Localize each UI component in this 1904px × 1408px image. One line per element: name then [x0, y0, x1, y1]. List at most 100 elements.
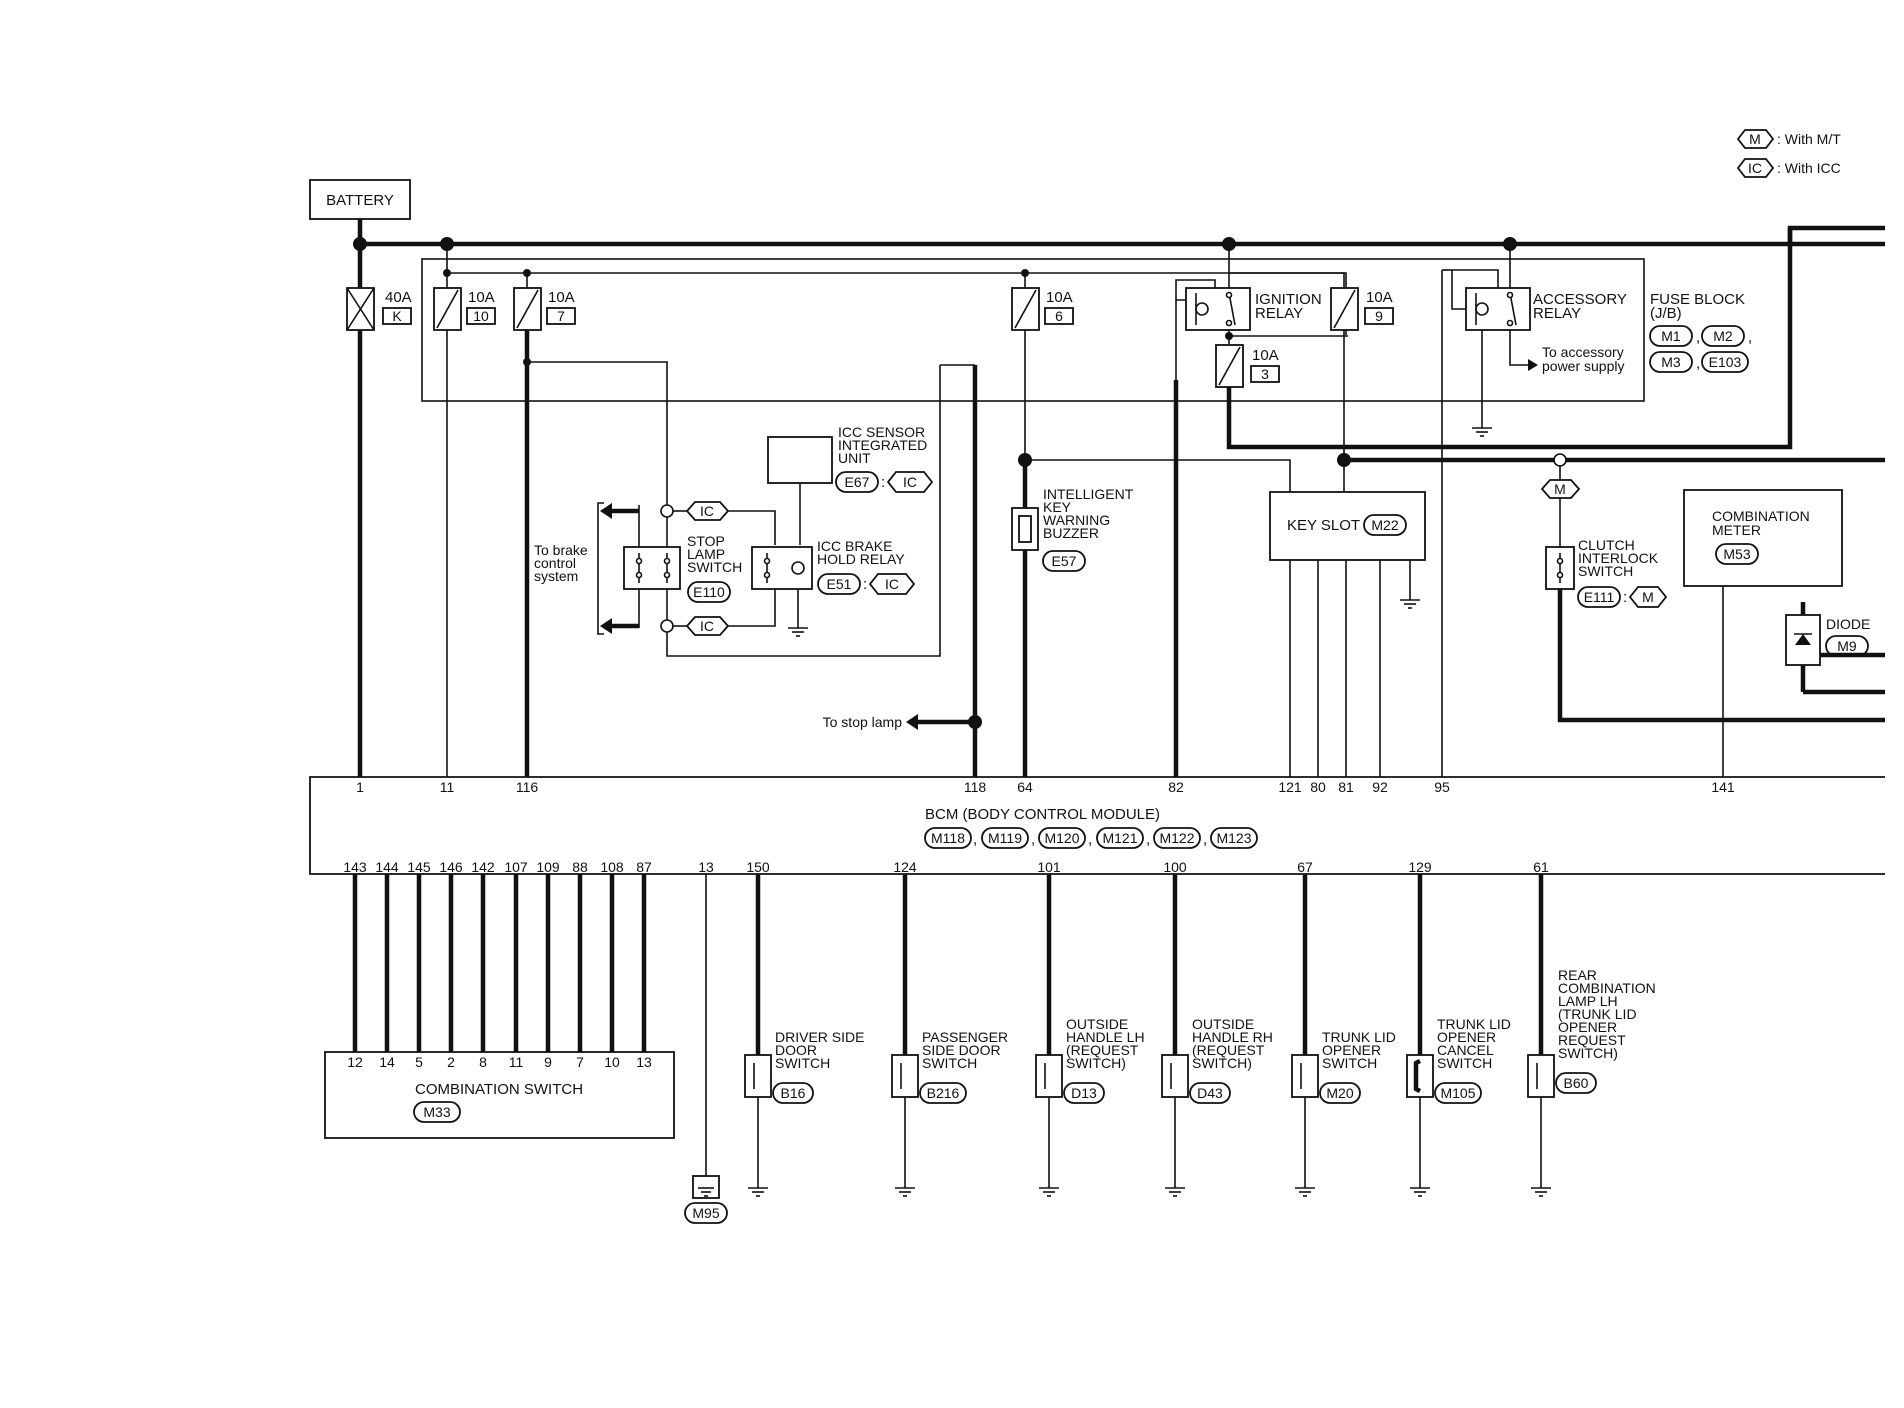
svg-text:M53: M53	[1723, 546, 1750, 562]
bcm-pin-label: 101	[1037, 859, 1061, 875]
bcm-pin-label: 107	[504, 859, 528, 875]
connector-label: B16	[781, 1085, 806, 1101]
switch-label-line: (REQUEST	[1066, 1042, 1139, 1058]
svg-text:M: M	[1642, 589, 1654, 605]
svg-text:M123: M123	[1216, 830, 1251, 846]
bcm-pin-label: 108	[600, 859, 624, 875]
switch-label-line: SWITCH)	[1192, 1055, 1252, 1071]
svg-text:KEY: KEY	[1043, 499, 1072, 515]
switch-label-line: (TRUNK LID	[1558, 1006, 1637, 1022]
svg-text:K: K	[392, 308, 402, 324]
svg-text:LAMP: LAMP	[687, 546, 725, 562]
svg-text:M3: M3	[1661, 354, 1681, 370]
bcm-pin-label: 81	[1338, 779, 1354, 795]
svg-text:STOP: STOP	[687, 533, 725, 549]
switch-label-line: SWITCH)	[1558, 1045, 1618, 1061]
svg-text:M2: M2	[1713, 328, 1733, 344]
bcm-connectors: M118 , M119 , M120 , M121 , M122 , M123	[924, 827, 1258, 849]
svg-text:IC: IC	[700, 503, 714, 519]
switch-body	[744, 1054, 772, 1098]
svg-text:IC: IC	[903, 474, 917, 490]
svg-text:M9: M9	[1837, 638, 1857, 654]
clutch-interlock-switch: CLUTCH INTERLOCK SWITCH E111 : M	[1545, 537, 1668, 608]
svg-text:M1: M1	[1661, 328, 1681, 344]
connector-badge	[1063, 1082, 1105, 1104]
svg-text:E110: E110	[693, 584, 725, 600]
connector-badge	[1319, 1082, 1361, 1104]
svg-text:,: ,	[1748, 329, 1752, 346]
svg-text:,: ,	[1696, 329, 1700, 346]
svg-text:INTEGRATED: INTEGRATED	[838, 437, 927, 453]
switch-label-line: PASSENGER	[922, 1029, 1008, 1045]
connector-label: B60	[1564, 1075, 1589, 1091]
bcm-pin-label: 80	[1310, 779, 1326, 795]
key-slot: KEY SLOT M22	[1269, 491, 1426, 561]
svg-text:E67: E67	[845, 474, 870, 490]
bcm-pin-label: 87	[636, 859, 652, 875]
svg-text:6: 6	[1055, 308, 1063, 324]
bcm-pin-label: 67	[1297, 859, 1313, 875]
svg-text:control: control	[534, 555, 576, 571]
switch-label-line: REQUEST	[1558, 1032, 1626, 1048]
switch-label-line: SWITCH	[1322, 1055, 1377, 1071]
bcm: BCM (BODY CONTROL MODULE) M118 , M119 , …	[309, 776, 1885, 875]
connector-badge	[1434, 1082, 1482, 1104]
switch-label-line: SWITCH	[922, 1055, 977, 1071]
svg-text:DIODE: DIODE	[1826, 616, 1870, 632]
to-accessory-label: To accessory	[1542, 344, 1624, 360]
svg-text:WARNING: WARNING	[1043, 512, 1110, 528]
switch-label-line: DRIVER SIDE	[775, 1029, 864, 1045]
svg-text:RELAY: RELAY	[1255, 305, 1303, 322]
switch-label-line: SIDE DOOR	[922, 1042, 1001, 1058]
switch-label-line: TRUNK LID	[1437, 1016, 1511, 1032]
svg-text:RELAY: RELAY	[1533, 305, 1581, 322]
svg-text:COMBINATION: COMBINATION	[1712, 508, 1810, 524]
bcm-pin-label: 92	[1372, 779, 1388, 795]
fuse-block-label: FUSE BLOCK (J/B) M1 , M2 , M3 , E103	[1649, 291, 1752, 373]
switch-body	[1035, 1054, 1063, 1098]
combination-switch-pin: 7	[576, 1054, 584, 1070]
bcm-pin-label: 13	[698, 859, 714, 875]
connector-label: M105	[1440, 1085, 1475, 1101]
svg-text:E51: E51	[827, 576, 852, 592]
svg-text:system: system	[534, 568, 578, 584]
fuse-block-outline	[421, 258, 1645, 402]
combination-meter: COMBINATION METER M53	[1683, 489, 1843, 587]
combination-switch-pin: 13	[636, 1054, 652, 1070]
svg-text:E103: E103	[1709, 354, 1742, 370]
bcm-pin-label: 109	[536, 859, 560, 875]
connector-badge	[919, 1082, 967, 1104]
svg-text:power supply: power supply	[1542, 358, 1625, 374]
svg-text:M122: M122	[1159, 830, 1194, 846]
switch-label-line: SWITCH)	[1066, 1055, 1126, 1071]
fuse-3: 10A 3	[1215, 336, 1280, 388]
to-stop-lamp-label: To stop lamp	[823, 714, 903, 730]
bcm-pin-label: 145	[407, 859, 431, 875]
svg-text:E111: E111	[1584, 589, 1615, 605]
connector-badge	[1555, 1072, 1597, 1094]
bcm-pin-label: 144	[375, 859, 399, 875]
switch-label-line: HANDLE RH	[1192, 1029, 1273, 1045]
combination-switch-pin: 8	[479, 1054, 487, 1070]
combination-switch: COMBINATION SWITCH M33	[324, 1051, 675, 1139]
combination-switch-pin: 12	[347, 1054, 363, 1070]
legend-text-mt: : With M/T	[1777, 131, 1841, 147]
switch-label-line: REAR	[1558, 967, 1597, 983]
switch-body	[1291, 1054, 1319, 1098]
legend-tag-ic: IC	[1748, 160, 1762, 176]
switch-label-line: SWITCH	[775, 1055, 830, 1071]
to-brake-label: To brake	[534, 542, 588, 558]
svg-text:IGNITION: IGNITION	[1255, 291, 1322, 308]
icc-sensor-unit: ICC SENSOR INTEGRATED UNIT E67 : IC	[767, 424, 934, 493]
combination-switch-pin: 2	[447, 1054, 455, 1070]
svg-text:IC: IC	[885, 576, 899, 592]
ground-m95: M95	[684, 1175, 728, 1224]
bcm-title: BCM (BODY CONTROL MODULE)	[925, 806, 1160, 823]
switch-body	[891, 1054, 919, 1098]
